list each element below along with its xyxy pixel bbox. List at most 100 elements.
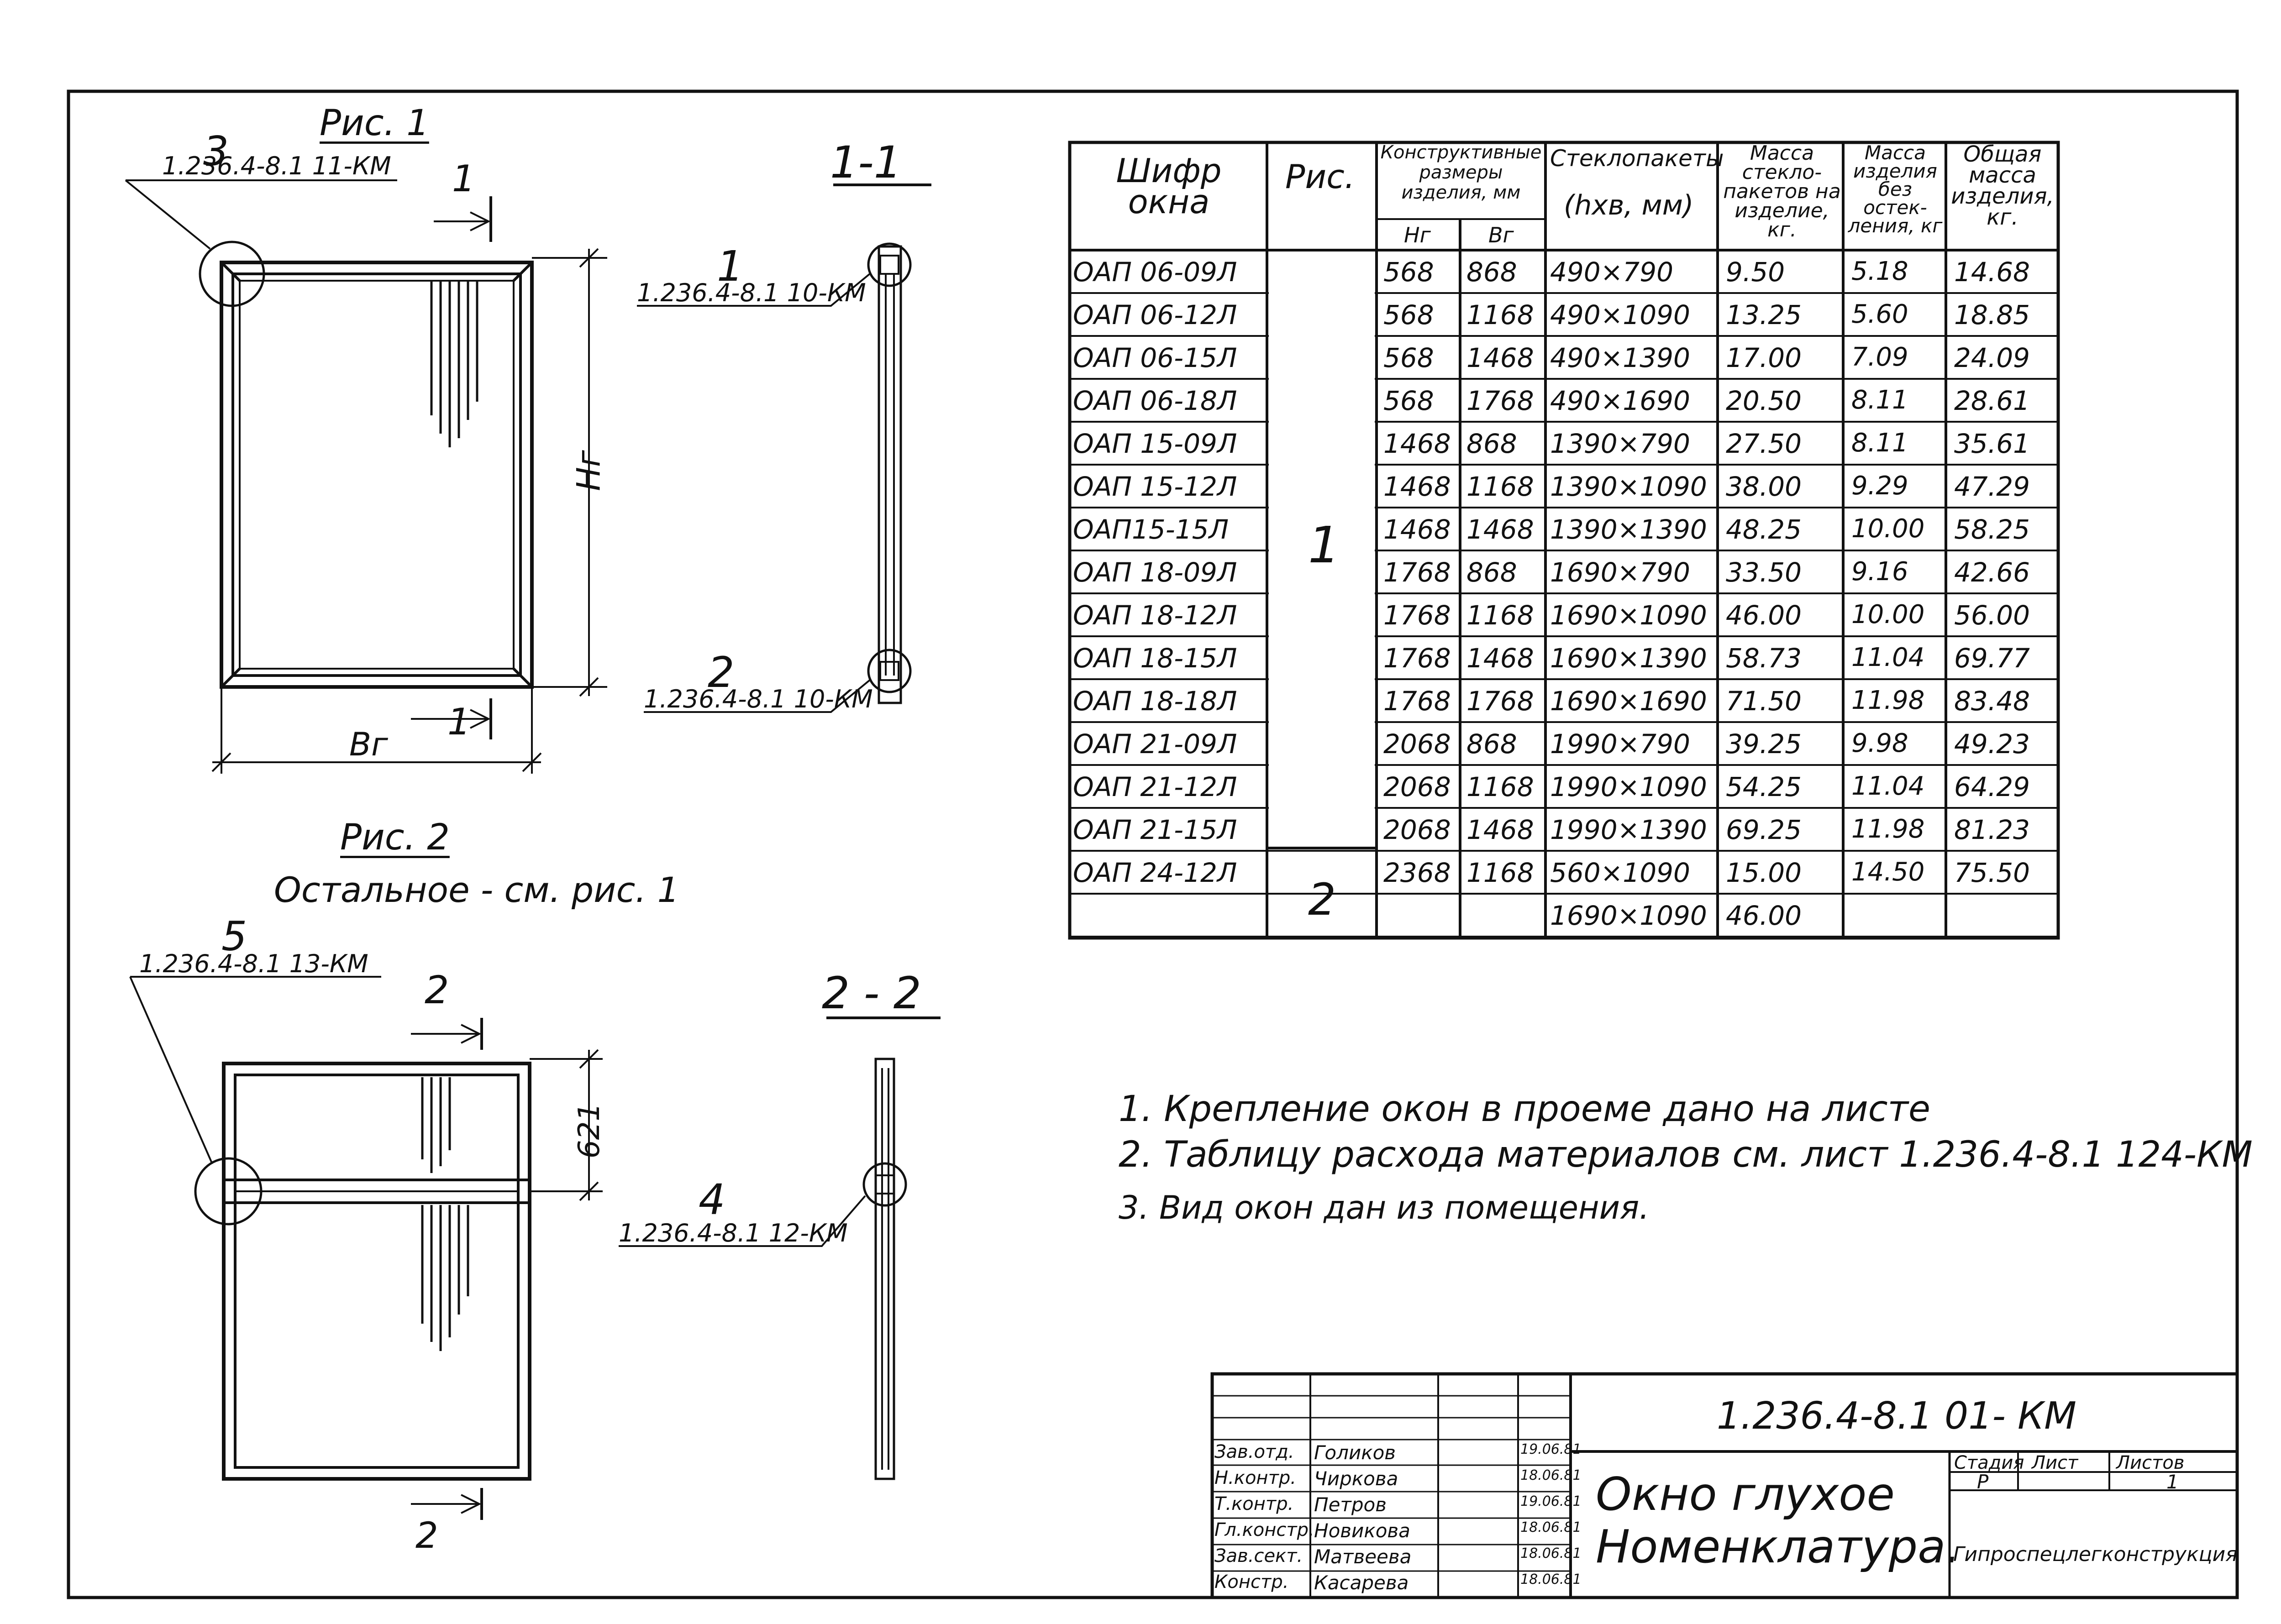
- table-cell: 868: [1466, 428, 1517, 459]
- table-cell: ОАП 06-15Л: [1073, 342, 1237, 373]
- signer-date: 18.06.81: [1520, 1545, 1582, 1561]
- table-cell: 11.98: [1851, 686, 1925, 715]
- table-cell: 58.25: [1954, 514, 2030, 545]
- table-cell: 1468: [1466, 342, 1534, 373]
- cut-2-top-label: 2: [425, 968, 449, 1012]
- callout-3-number: 3: [203, 128, 229, 175]
- signer-role: Зав.отд.: [1214, 1441, 1294, 1462]
- table-cell: 11.98: [1851, 814, 1925, 844]
- table-cell: ОАП 06-18Л: [1073, 385, 1237, 416]
- sheet-label: Лист: [2032, 1452, 2078, 1473]
- table-cell: 1768: [1383, 686, 1451, 717]
- table-cell: 8.11: [1851, 385, 1908, 415]
- organization: Гипроспецлегконструкция: [1953, 1543, 2238, 1566]
- header-dims: Конструктивные размеры изделия, мм: [1380, 142, 1542, 203]
- table-cell: 18.85: [1954, 299, 2030, 330]
- table-cell: 83.48: [1954, 686, 2030, 717]
- table-cell: 1768: [1383, 643, 1451, 674]
- table-cell: 35.61: [1954, 428, 2030, 459]
- signer-date: 18.06.81: [1520, 1519, 1582, 1535]
- table-cell: 58.73: [1726, 643, 1802, 674]
- table-cell: 5.18: [1851, 257, 1908, 286]
- table-cell: 11.04: [1851, 643, 1925, 672]
- note-3: 3. Вид окон дан из помещения.: [1119, 1189, 1650, 1226]
- table-cell: 2068: [1383, 728, 1451, 760]
- note-1: 1. Крепление окон в проеме дано на листе: [1119, 1089, 1931, 1130]
- table-cell: 24.09: [1954, 342, 2030, 373]
- table-cell: 1690×1690: [1550, 686, 1707, 717]
- table-cell: 1168: [1466, 600, 1534, 631]
- header-glass-mass: Масса стекло-пакетов на изделие, кг.: [1723, 141, 1841, 241]
- table-cell: ОАП 18-12Л: [1073, 600, 1237, 631]
- callout-2-number: 2: [708, 648, 735, 697]
- header-frame-mass: Масса изделия без остек-ления, кг: [1848, 141, 1943, 237]
- cut-2-bottom-label: 2: [415, 1515, 438, 1556]
- signer-role: Т.контр.: [1214, 1493, 1294, 1514]
- fig1-title: Рис. 1: [320, 103, 429, 144]
- table-cell: 69.77: [1954, 643, 2030, 674]
- table-cell: 1390×790: [1550, 428, 1690, 459]
- sheets-value: 1: [2166, 1471, 2179, 1493]
- table-cell: 10.00: [1851, 514, 1925, 544]
- table-cell: 568: [1383, 342, 1434, 373]
- signer-name: Матвеева: [1314, 1545, 1412, 1568]
- header-h: Нг: [1404, 223, 1431, 247]
- note-2: 2. Таблицу расхода материалов см. лист 1…: [1119, 1134, 2253, 1175]
- table-cell: 7.09: [1851, 342, 1908, 372]
- table-cell: 9.29: [1851, 471, 1908, 501]
- table-cell: 15.00: [1726, 857, 1802, 888]
- table-cell: ОАП 15-12Л: [1073, 471, 1237, 502]
- signer-date: 19.06.81: [1520, 1493, 1582, 1509]
- table-cell: 1468: [1383, 514, 1451, 545]
- table-cell: 47.29: [1954, 471, 2030, 502]
- doc-code: 1.236.4-8.1 01- КМ: [1717, 1394, 2077, 1438]
- table-cell: 490×1090: [1550, 299, 1690, 330]
- table-cell: 1768: [1466, 686, 1534, 717]
- signer-name: Касарева: [1314, 1572, 1409, 1594]
- table-cell: 868: [1466, 257, 1517, 288]
- table-cell: 568: [1383, 299, 1434, 330]
- table-cell: 490×1690: [1550, 385, 1690, 416]
- callout-2-ref: 1.236.4-8.1 10-КМ: [644, 685, 873, 713]
- table-cell: 1690×1090: [1550, 900, 1707, 931]
- table-cell: 1990×1090: [1550, 771, 1707, 802]
- table-cell: ОАП 15-09Л: [1073, 428, 1237, 459]
- sheets-label: Листов: [2116, 1452, 2185, 1473]
- table-cell: ОАП 06-12Л: [1073, 299, 1237, 330]
- table-cell: 28.61: [1954, 385, 2030, 416]
- table-cell: ОАП 18-15Л: [1073, 643, 1237, 674]
- table-cell: 1390×1390: [1550, 514, 1707, 545]
- section-2-2-title: 2 - 2: [822, 968, 921, 1019]
- table-cell: 1168: [1466, 299, 1534, 330]
- callout-4-number: 4: [699, 1175, 725, 1224]
- table-cell: 14.50: [1851, 857, 1925, 887]
- table-cell: 568: [1383, 257, 1434, 288]
- stage-label: Стадия: [1954, 1452, 2024, 1473]
- table-cell: 1168: [1466, 771, 1534, 802]
- table-cell: 75.50: [1954, 857, 2030, 888]
- table-cell: 1768: [1383, 600, 1451, 631]
- dim-621-label: 621: [573, 1102, 607, 1159]
- dim-height-label: Нг: [570, 450, 608, 491]
- table-cell: 33.50: [1726, 557, 1802, 588]
- table-cell: ОАП 18-09Л: [1073, 557, 1237, 588]
- table-cell: 11.04: [1851, 771, 1925, 801]
- table-cell: 54.25: [1726, 771, 1802, 802]
- table-cell: 1468: [1466, 643, 1534, 674]
- title-line-2: Номенклатура.: [1596, 1520, 1960, 1573]
- signer-role: Гл.констр.: [1214, 1519, 1314, 1540]
- signer-name: Чиркова: [1314, 1467, 1398, 1490]
- dim-width-label: Вг: [349, 726, 388, 763]
- table-cell: 8.11: [1851, 428, 1908, 458]
- header-glass: Стеклопакеты: [1550, 145, 1724, 172]
- table-cell: 69.25: [1726, 814, 1802, 845]
- signer-role: Н.контр.: [1214, 1467, 1296, 1488]
- table-cell: ОАП 21-15Л: [1073, 814, 1237, 845]
- signer-date: 18.06.81: [1520, 1467, 1582, 1483]
- table-cell: ОАП 06-09Л: [1073, 257, 1237, 288]
- table-cell: 1990×790: [1550, 728, 1690, 760]
- table-cell: 2368: [1383, 857, 1451, 888]
- callout-5-ref: 1.236.4-8.1 13-КМ: [139, 949, 368, 978]
